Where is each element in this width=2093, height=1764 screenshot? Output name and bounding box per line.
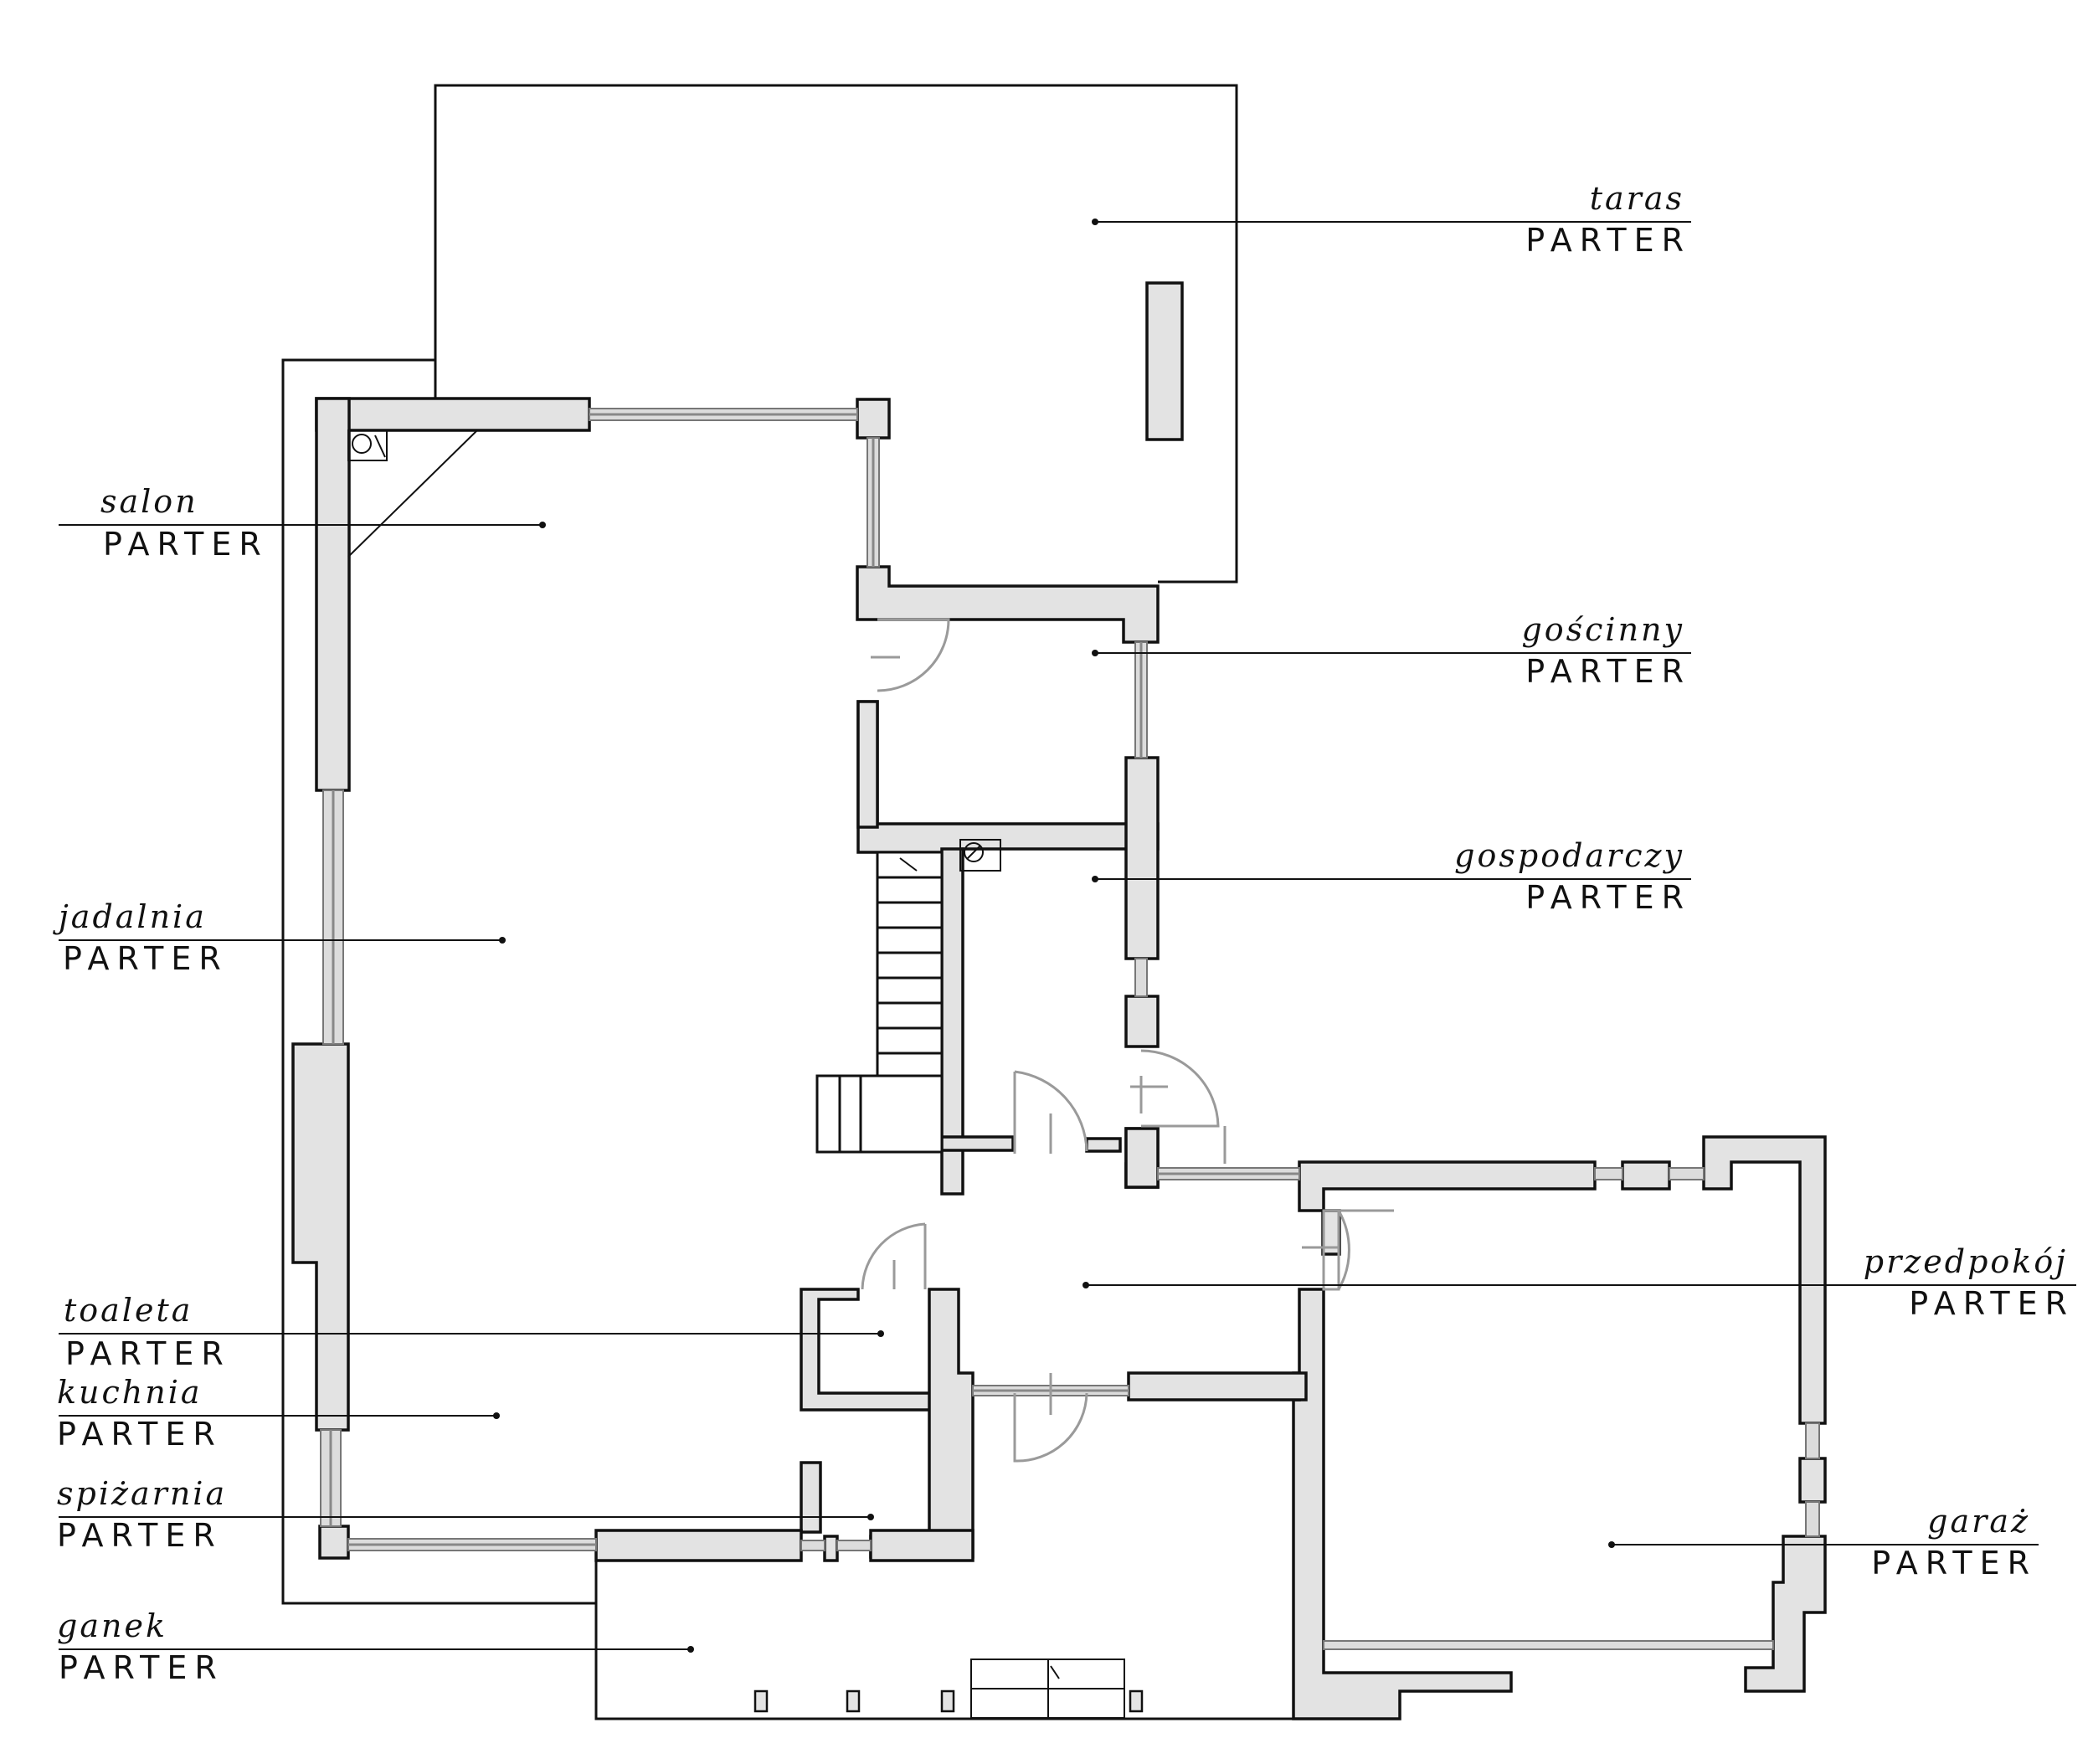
- svg-text:PARTER: PARTER: [1525, 222, 1691, 259]
- room-label-gospodarczy: gospodarczy PARTER: [1092, 837, 1691, 916]
- svg-text:PARTER: PARTER: [57, 1517, 223, 1554]
- room-label-taras: taras PARTER: [1092, 180, 1691, 259]
- svg-text:PARTER: PARTER: [57, 1416, 223, 1453]
- svg-text:garaż: garaż: [1927, 1503, 2030, 1540]
- svg-text:taras: taras: [1590, 180, 1684, 217]
- svg-text:gospodarczy: gospodarczy: [1454, 837, 1684, 874]
- room-label-goscinny: gościnny PARTER: [1092, 611, 1691, 690]
- svg-text:PARTER: PARTER: [63, 940, 229, 977]
- staircase: [815, 851, 944, 1154]
- svg-text:toaleta: toaleta: [64, 1292, 193, 1329]
- porch-details: [753, 1659, 1144, 1719]
- room-label-garaz: garaż PARTER: [1608, 1503, 2039, 1581]
- walls: [291, 397, 1827, 1720]
- svg-text:PARTER: PARTER: [1525, 653, 1691, 690]
- plinth-outline: [281, 358, 596, 1605]
- svg-text:PARTER: PARTER: [65, 1335, 231, 1372]
- svg-text:PARTER: PARTER: [1909, 1285, 2075, 1322]
- room-label-salon: salon PARTER: [59, 483, 546, 563]
- guest-room-wall: [856, 700, 879, 829]
- room-label-jadalnia: jadalnia PARTER: [53, 898, 506, 977]
- terrace-outline: [434, 84, 1238, 584]
- svg-text:salon: salon: [100, 483, 198, 520]
- svg-text:PARTER: PARTER: [103, 526, 269, 563]
- svg-text:PARTER: PARTER: [1525, 879, 1691, 916]
- svg-text:PARTER: PARTER: [59, 1649, 224, 1686]
- svg-text:gościnny: gościnny: [1521, 611, 1684, 648]
- svg-text:ganek: ganek: [57, 1607, 167, 1644]
- room-label-toaleta: toaleta PARTER: [59, 1292, 884, 1372]
- svg-text:PARTER: PARTER: [1871, 1545, 2037, 1581]
- svg-text:spiżarnia: spiżarnia: [57, 1475, 227, 1512]
- windows: [320, 408, 1820, 1650]
- chimney-icon: [347, 429, 1001, 872]
- room-label-kuchnia: kuchnia PARTER: [57, 1374, 500, 1453]
- terrace-bench: [1145, 281, 1184, 441]
- room-label-spizarnia: spiżarnia PARTER: [57, 1475, 874, 1554]
- svg-text:jadalnia: jadalnia: [53, 898, 207, 935]
- room-label-przedpokoj: przedpokój PARTER: [1082, 1243, 2076, 1322]
- svg-text:kuchnia: kuchnia: [57, 1374, 203, 1411]
- corner-diagonal: [347, 429, 478, 558]
- room-label-ganek: ganek PARTER: [57, 1607, 694, 1686]
- svg-text:przedpokój: przedpokój: [1864, 1243, 2068, 1280]
- doors: [861, 618, 1394, 1463]
